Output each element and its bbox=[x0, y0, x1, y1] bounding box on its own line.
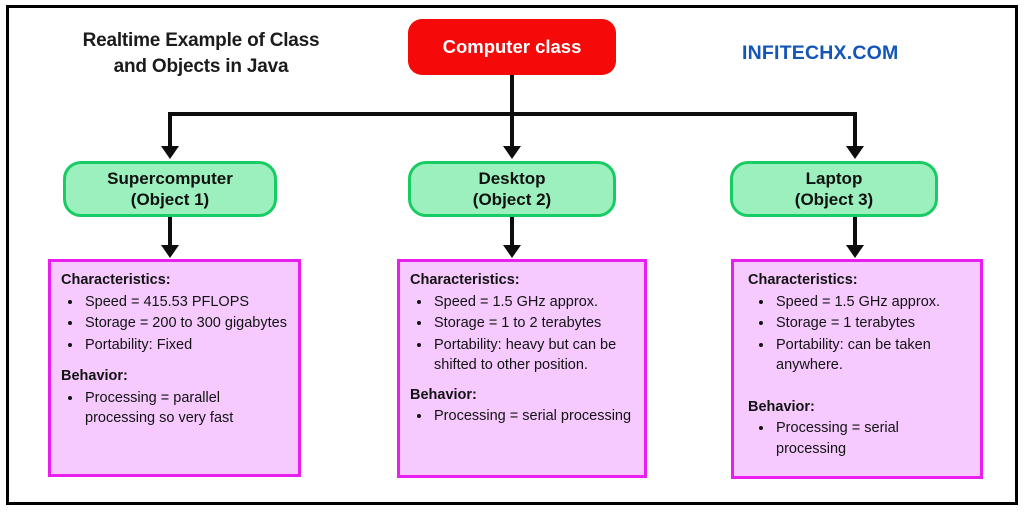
object-node-supercomputer: Supercomputer (Object 1) bbox=[63, 161, 277, 217]
list-item: Processing = parallel processing so very… bbox=[83, 388, 288, 429]
list-item: Speed = 1.5 GHz approx. bbox=[774, 292, 970, 313]
page-title-line-1: Realtime Example of Class bbox=[82, 30, 320, 51]
object-node-name-3: Laptop bbox=[805, 168, 863, 188]
object-node-laptop: Laptop (Object 3) bbox=[730, 161, 938, 217]
behavior-list-2: Processing = serial processing bbox=[410, 406, 634, 427]
characteristics-heading-1: Characteristics: bbox=[61, 272, 171, 288]
list-item: Portability: Fixed bbox=[83, 335, 288, 356]
class-node-computer-class: Computer class bbox=[408, 19, 616, 75]
object-node-name-2: Desktop bbox=[478, 168, 546, 188]
object-node-desktop: Desktop (Object 2) bbox=[408, 161, 616, 217]
object-node-index-1: (Object 1) bbox=[130, 190, 210, 209]
brand-watermark: INFITECHX.COM bbox=[742, 42, 899, 64]
list-item: Storage = 1 to 2 terabytes bbox=[432, 313, 634, 334]
connector-detail-col-1 bbox=[168, 217, 172, 250]
behavior-heading-2: Behavior: bbox=[410, 386, 477, 403]
arrowhead-detail-col-3 bbox=[846, 245, 864, 258]
object-node-index-3: (Object 3) bbox=[794, 190, 874, 209]
behavior-list-1: Processing = parallel processing so very… bbox=[61, 388, 288, 429]
list-item: Speed = 415.53 PFLOPS bbox=[83, 292, 288, 313]
connector-detail-col-3 bbox=[853, 217, 857, 250]
characteristics-list-3: Speed = 1.5 GHz approx. Storage = 1 tera… bbox=[748, 292, 970, 376]
characteristics-heading-2: Characteristics: bbox=[410, 272, 520, 288]
characteristics-heading-3: Characteristics: bbox=[748, 272, 858, 288]
list-item: Storage = 200 to 300 gigabytes bbox=[83, 313, 288, 334]
connector-root-stem bbox=[510, 75, 514, 114]
characteristics-list-1: Speed = 415.53 PFLOPS Storage = 200 to 3… bbox=[61, 292, 288, 356]
behavior-list-3: Processing = serial processing bbox=[748, 418, 970, 459]
connector-detail-col-2 bbox=[510, 217, 514, 250]
list-item: Portability: can be taken anywhere. bbox=[774, 335, 970, 376]
detail-panel-supercomputer: Characteristics: Speed = 415.53 PFLOPS S… bbox=[48, 259, 301, 477]
list-item: Processing = serial processing bbox=[774, 418, 970, 459]
page-title-line-2: and Objects in Java bbox=[113, 55, 289, 77]
arrowhead-col-3 bbox=[846, 146, 864, 159]
arrowhead-detail-col-1 bbox=[161, 245, 179, 258]
object-node-name-1: Supercomputer bbox=[107, 168, 233, 188]
arrowhead-col-2 bbox=[503, 146, 521, 159]
connector-drop-col-1 bbox=[168, 112, 172, 150]
arrowhead-col-1 bbox=[161, 146, 179, 159]
characteristics-list-2: Speed = 1.5 GHz approx. Storage = 1 to 2… bbox=[410, 292, 634, 376]
connector-drop-col-3 bbox=[853, 112, 857, 150]
behavior-heading-1: Behavior: bbox=[61, 368, 128, 385]
list-item: Storage = 1 terabytes bbox=[774, 313, 970, 334]
detail-panel-laptop: Characteristics: Speed = 1.5 GHz approx.… bbox=[731, 259, 983, 479]
arrowhead-detail-col-2 bbox=[503, 245, 521, 258]
object-node-index-2: (Object 2) bbox=[472, 190, 552, 209]
class-node-label: Computer class bbox=[442, 36, 582, 57]
list-item: Speed = 1.5 GHz approx. bbox=[432, 292, 634, 313]
list-item: Portability: heavy but can be shifted to… bbox=[432, 335, 634, 376]
connector-drop-col-2 bbox=[510, 112, 514, 150]
list-item: Processing = serial processing bbox=[432, 406, 634, 427]
page-title: Realtime Example of Class and Objects in… bbox=[36, 28, 366, 79]
detail-panel-desktop: Characteristics: Speed = 1.5 GHz approx.… bbox=[397, 259, 647, 478]
behavior-heading-3: Behavior: bbox=[748, 398, 815, 415]
